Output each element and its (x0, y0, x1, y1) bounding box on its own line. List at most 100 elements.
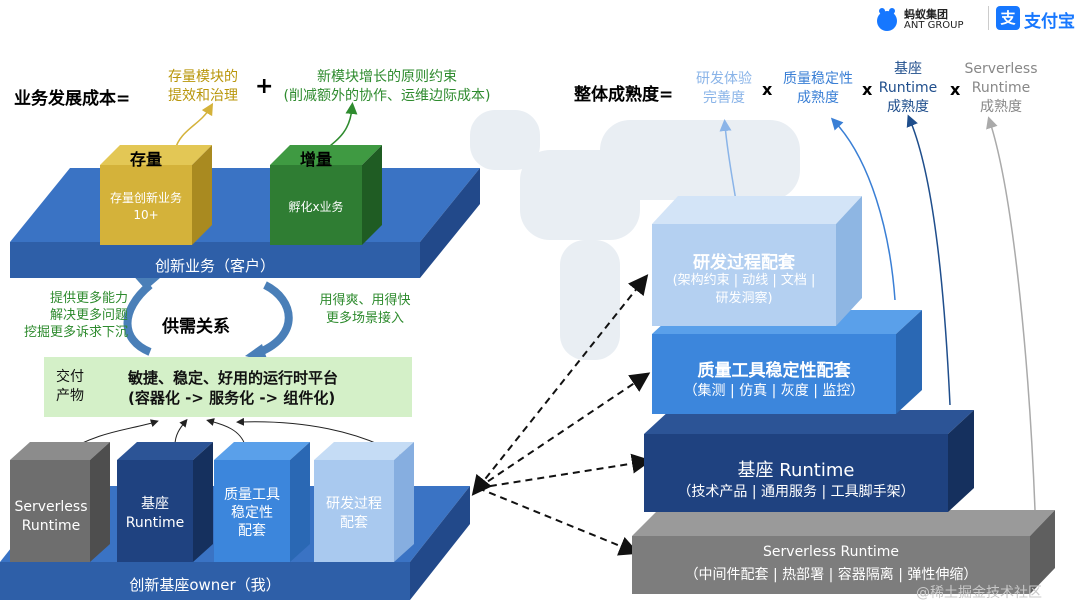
cube-serverless (10, 442, 110, 562)
factor-base-runtime-line3: 成熟度 (887, 99, 929, 115)
factor-serverless-line2: Runtime (971, 80, 1031, 96)
layer-serverless-detail: （中间件配套 | 热部署 | 容器隔离 | 弹性伸缩） (684, 567, 978, 583)
factor-base-runtime-line1: 基座 (894, 61, 922, 77)
cube-dev-process-line1: 研发过程 (326, 496, 382, 512)
delivery-label: 交付 产物 (56, 368, 84, 406)
layer-serverless-title: Serverless Runtime (763, 544, 899, 560)
cube-quality-tools-line1: 质量工具 (224, 487, 280, 503)
layer-dev-process-detail: (架构约束 | 动线 | 文档 | 研发洞察) (652, 272, 836, 308)
alipay-logo: 支 支付宝 (996, 6, 1080, 32)
factor-quality: 质量稳定性 成熟度 (776, 70, 860, 108)
cube-base-runtime-line2: Runtime (125, 515, 185, 531)
right-note-2: 更多场景接入 (325, 311, 404, 326)
runtime-platform-line2: (容器化 -> 服务化 -> 组件化) (128, 389, 336, 407)
left-note-3: 挖掘更多诉求下沉 (23, 325, 128, 340)
ant-logo-icon (877, 8, 897, 31)
ant-logo-text-cn: 蚂蚁集团 (904, 8, 948, 21)
stock-box-line1: 存量创新业务 (109, 191, 182, 205)
new-note: 新模块增长的原则约束 (削减额外的协作、运维边际成本) (262, 68, 512, 106)
right-notes: 用得爽、用得快 更多场景接入 (300, 292, 430, 328)
delivery-box (44, 357, 412, 417)
dash-arrow-4 (477, 487, 640, 556)
stock-note-arrow (174, 102, 214, 151)
times-sign-2: x (862, 80, 873, 99)
delivery-line2: 产物 (56, 388, 84, 404)
layer-serverless (632, 510, 1055, 594)
factor-base-runtime-line2: Runtime (878, 80, 938, 96)
cube-base-runtime-line1: 基座 (141, 496, 169, 512)
cost-label: 业务发展成本= (14, 89, 131, 109)
runtime-platform-text: 敏捷、稳定、好用的运行时平台 (容器化 -> 服务化 -> 组件化) (128, 368, 338, 408)
left-note-1: 提供更多能力 (49, 291, 128, 306)
layer-dev-process-detail-line2: 研发洞察) (715, 291, 773, 306)
cube-serverless-line1: Serverless (14, 499, 88, 515)
alipay-text: 支付宝 (1024, 12, 1075, 32)
incremental-cube (270, 145, 382, 245)
factor-dev-experience-line1: 研发体验 (696, 71, 752, 87)
times-sign-1: x (762, 80, 773, 99)
stock-box-line2: 10+ (133, 208, 159, 222)
layer-base-runtime (644, 410, 974, 512)
factor-dev-experience-line2: 完善度 (703, 90, 745, 106)
maturity-arrow-2 (830, 117, 896, 301)
stock-note-line2: 提效和治理 (168, 88, 238, 104)
layer-dev-process-title: 研发过程配套 (693, 253, 795, 273)
layer-quality-title: 质量工具稳定性配套 (697, 361, 851, 381)
cube3-arrow (206, 418, 246, 446)
supply-demand-label: 供需关系 (162, 317, 230, 337)
cube-quality-tools-line2: 稳定性 (231, 505, 273, 521)
cube-dev-process-line2: 配套 (340, 515, 368, 531)
cube-quality-tools-label: 质量工具 稳定性 配套 (214, 486, 290, 540)
watermark: @稀土掘金技术社区 (916, 585, 1042, 601)
runtime-platform-line1: 敏捷、稳定、好用的运行时平台 (128, 369, 339, 387)
stock-box-label: 存量创新业务 10+ (100, 190, 192, 224)
new-note-line1: 新模块增长的原则约束 (317, 69, 457, 85)
cube-serverless-label: Serverless Runtime (10, 498, 92, 536)
cube-dev-process-label: 研发过程 配套 (314, 495, 394, 533)
stock-title: 存量 (129, 150, 162, 169)
platform-bottom-label: 创新基座owner（我） (129, 576, 281, 594)
factor-dev-experience: 研发体验 完善度 (688, 70, 760, 108)
factor-serverless: Serverless Runtime 成熟度 (958, 60, 1044, 117)
dash-arrow-1 (471, 274, 649, 496)
incremental-title: 增量 (299, 150, 332, 169)
cube-dev-process (314, 442, 414, 562)
factor-serverless-line1: Serverless (964, 61, 1038, 77)
platform-top-label: 创新业务（客户） (154, 257, 275, 275)
maturity-arrow-3 (906, 114, 951, 406)
factor-base-runtime: 基座 Runtime 成熟度 (874, 60, 942, 117)
dash-arrow-3 (477, 453, 652, 489)
layer-dev-process-detail-line1: (架构约束 | 动线 | 文档 | (672, 273, 816, 288)
ant-logo-text-en: ANT GROUP (904, 20, 964, 31)
layer-base-runtime-title: 基座 Runtime (737, 460, 855, 481)
factor-serverless-line3: 成熟度 (980, 99, 1022, 115)
alipay-icon: 支 (996, 6, 1020, 30)
factor-quality-line1: 质量稳定性 (783, 71, 853, 87)
factor-quality-line2: 成熟度 (797, 90, 839, 106)
cube-base-runtime-label: 基座 Runtime (117, 495, 193, 533)
ant-group-logo: 蚂蚁集团 ANT GROUP (874, 4, 979, 34)
stock-note-line1: 存量模块的 (168, 69, 238, 85)
cube-base-runtime (117, 442, 213, 562)
supply-left-arrow (123, 281, 153, 356)
stock-cube (100, 145, 212, 245)
new-note-line2: (削减额外的协作、运维边际成本) (283, 88, 491, 104)
cube-quality-tools-line3: 配套 (238, 523, 266, 539)
cube-quality-tools (214, 442, 310, 562)
right-note-1: 用得爽、用得快 (319, 293, 411, 308)
dash-arrow-2 (477, 372, 651, 489)
logo-divider (988, 6, 989, 30)
layer-base-runtime-detail: （技术产品 | 通用服务 | 工具脚手架） (677, 484, 915, 500)
delivery-line1: 交付 (56, 369, 84, 385)
layer-quality-detail: （集测 | 仿真 | 灰度 | 监控） (683, 383, 865, 399)
incremental-box-label: 孵化x业务 (288, 200, 344, 214)
layer-dev-process (652, 196, 862, 326)
maturity-label: 整体成熟度= (574, 85, 674, 105)
supply-right-arrow (258, 281, 293, 356)
left-notes: 提供更多能力 解决更多问题 挖掘更多诉求下沉 (8, 290, 128, 341)
stock-note: 存量模块的 提效和治理 (158, 68, 248, 106)
plus-sign: + (255, 74, 274, 99)
new-note-arrow (324, 102, 358, 151)
maturity-arrow-4 (986, 116, 1036, 511)
